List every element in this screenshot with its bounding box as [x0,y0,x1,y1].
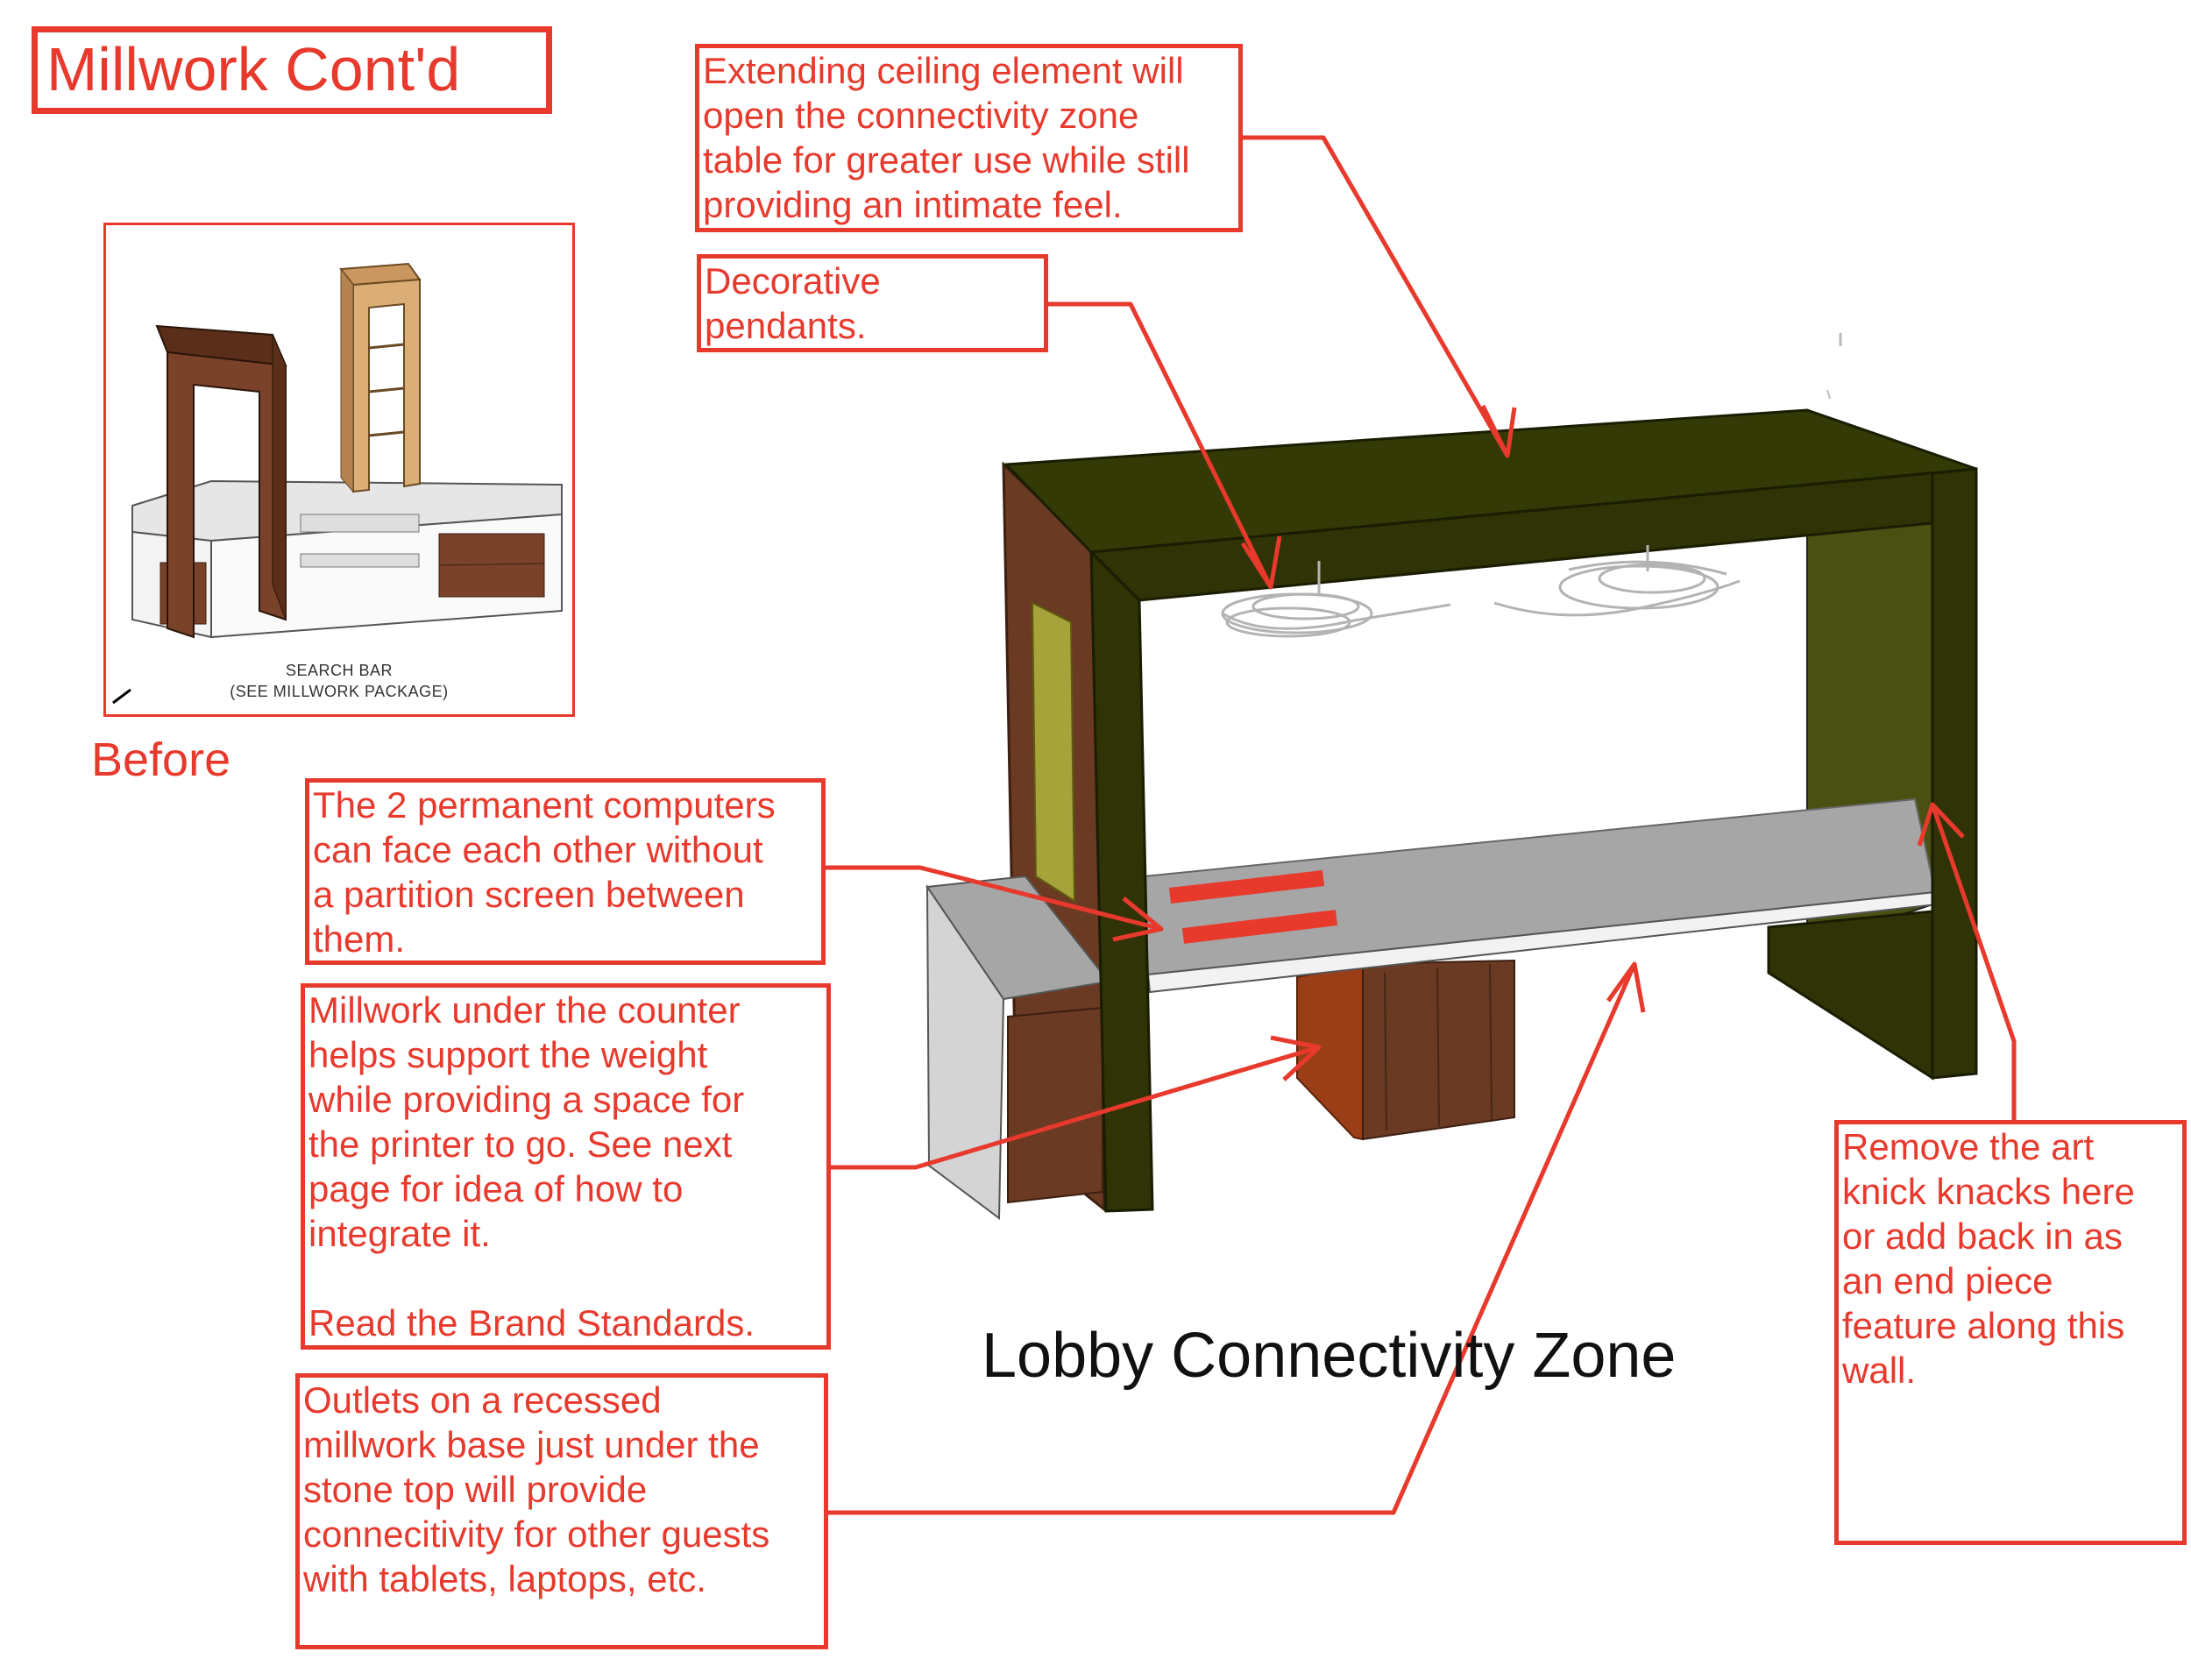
millwork-annotation: Millwork under the counter helps support… [301,983,831,1350]
outlets-leader [828,962,1637,1515]
ceiling-annotation: Extending ceiling element will open the … [695,44,1243,232]
computer-mark-1 [1168,870,1325,904]
computers-annotation: The 2 permanent computers can face each … [305,778,826,965]
right-front-leg [1931,467,1978,1080]
art-leader [1930,804,2017,1124]
left-front-leg [1089,549,1154,1213]
left-accent-panel [1031,601,1076,903]
thumbnail-caption-1: SEARCH BAR [285,662,394,679]
ceiling-leader [1243,135,1510,457]
art-annotation: Remove the art knick knacks here or add … [1834,1120,2187,1545]
before-label: Before [91,734,231,786]
page-title: Millwork Cont'd [32,26,552,114]
pendant-sketch [1221,545,1741,638]
before-sketch [112,262,563,705]
side-cabinet-drawer [1007,1006,1103,1204]
right-end-base [1767,910,1934,1081]
leader-lines [826,135,2017,1515]
thumbnail-caption-2: (SEE MILLWORK PACKAGE) [230,683,449,700]
diagram-label: Lobby Connectivity Zone [982,1321,1677,1391]
computer-mark-2 [1181,910,1338,944]
pendants-leader [1048,301,1273,589]
side-cabinet-face [925,883,1005,1220]
pendants-annotation: Decorative pendants. [697,254,1048,352]
outlets-annotation: Outlets on a recessed millwork base just… [295,1373,828,1649]
millwork-leader [831,1045,1320,1170]
before-thumbnail: SEARCH BAR (SEE MILLWORK PACKAGE) [103,223,575,717]
computers-leader [826,865,1162,932]
